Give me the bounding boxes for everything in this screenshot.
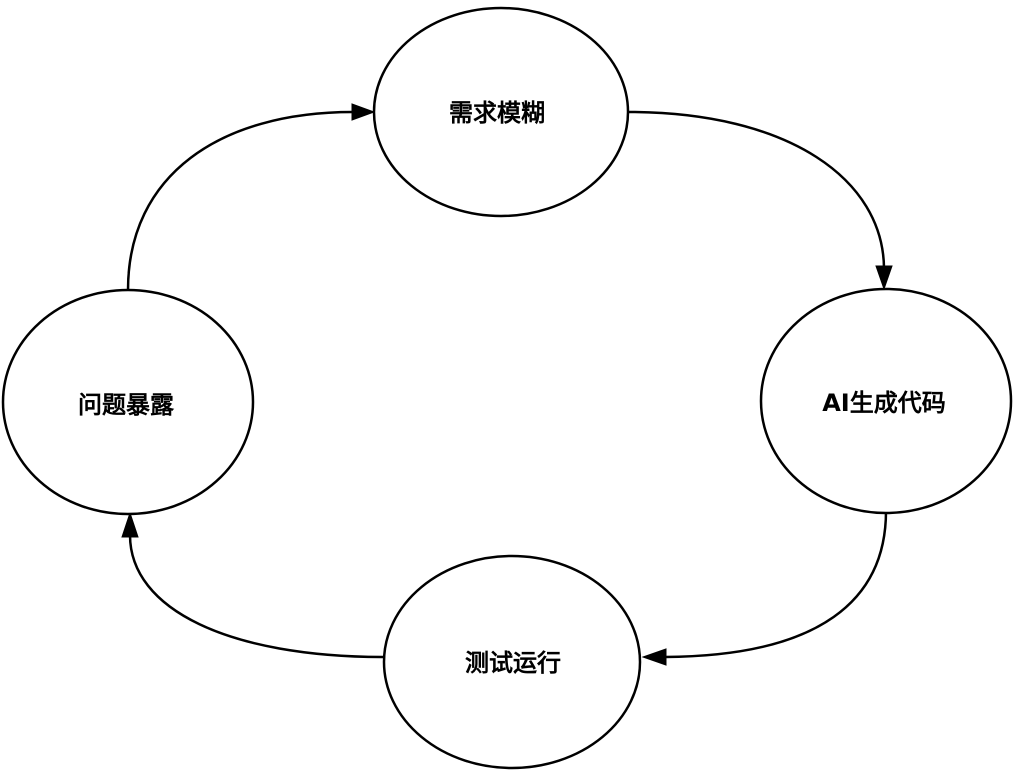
edge-issue-to-req-arrowhead: [351, 103, 376, 121]
node-test-run: 测试运行: [382, 554, 642, 770]
node-ai-generate-code-shape: [759, 287, 1013, 515]
edge-issue-to-req: [126, 103, 376, 291]
node-ai-generate-code: AI生成代码: [759, 287, 1013, 515]
edge-ai-to-test-line: [664, 510, 888, 659]
edge-test-to-issue: [121, 511, 385, 659]
node-test-run-shape: [382, 554, 642, 770]
node-requirements-vague: 需求模糊: [372, 6, 630, 218]
edge-ai-to-test: [641, 510, 888, 666]
node-issue-exposed: 问题暴露: [1, 288, 255, 516]
edge-req-to-ai-arrowhead: [875, 265, 893, 291]
edge-test-to-issue-line: [128, 534, 385, 659]
edge-req-to-ai-line: [627, 110, 886, 269]
edge-test-to-issue-arrowhead: [121, 511, 139, 538]
node-issue-exposed-label: 问题暴露: [78, 391, 175, 419]
node-requirements-vague-shape: [372, 6, 630, 218]
edge-req-to-ai: [627, 110, 893, 291]
node-requirements-vague-label: 需求模糊: [449, 99, 545, 127]
edge-issue-to-req-line: [126, 110, 354, 291]
node-test-run-label: 测试运行: [465, 649, 561, 677]
node-ai-generate-code-label: AI生成代码: [822, 389, 946, 417]
node-issue-exposed-shape: [1, 288, 255, 516]
edge-ai-to-test-arrowhead: [641, 648, 667, 666]
